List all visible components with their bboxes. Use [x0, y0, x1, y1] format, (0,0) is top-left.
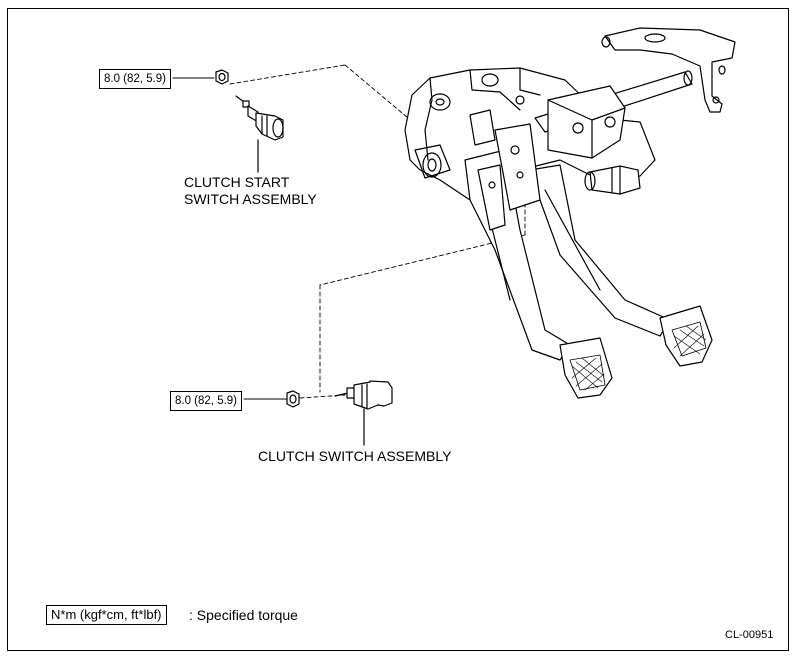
upper-nut	[215, 69, 229, 85]
brake-pedal-arm	[529, 164, 713, 367]
clutch-start-switch-part	[235, 95, 284, 173]
clutch-start-switch-label-line2: SWITCH ASSEMBLY	[184, 191, 317, 207]
pedal-stopper-link	[477, 123, 541, 231]
diagram-frame	[7, 8, 789, 651]
legend-description: : Specified torque	[189, 607, 298, 623]
top-mount-bracket	[601, 27, 736, 113]
torque-spec-lower: 8.0 (82, 5.9)	[170, 391, 243, 411]
legend-torque-unit: N*m (kgf*cm, ft*lbf)	[46, 605, 167, 625]
support-shaft	[534, 70, 693, 159]
stop-lamp-switch	[584, 165, 641, 195]
torque-spec-upper: 8.0 (82, 5.9)	[99, 69, 172, 89]
lower-nut	[286, 390, 300, 408]
figure-code: CL-00951	[725, 629, 774, 641]
clutch-switch-part	[334, 380, 393, 446]
clutch-start-switch-label-line1: CLUTCH START	[184, 174, 290, 190]
clutch-switch-label: CLUTCH SWITCH ASSEMBLY	[258, 448, 452, 464]
